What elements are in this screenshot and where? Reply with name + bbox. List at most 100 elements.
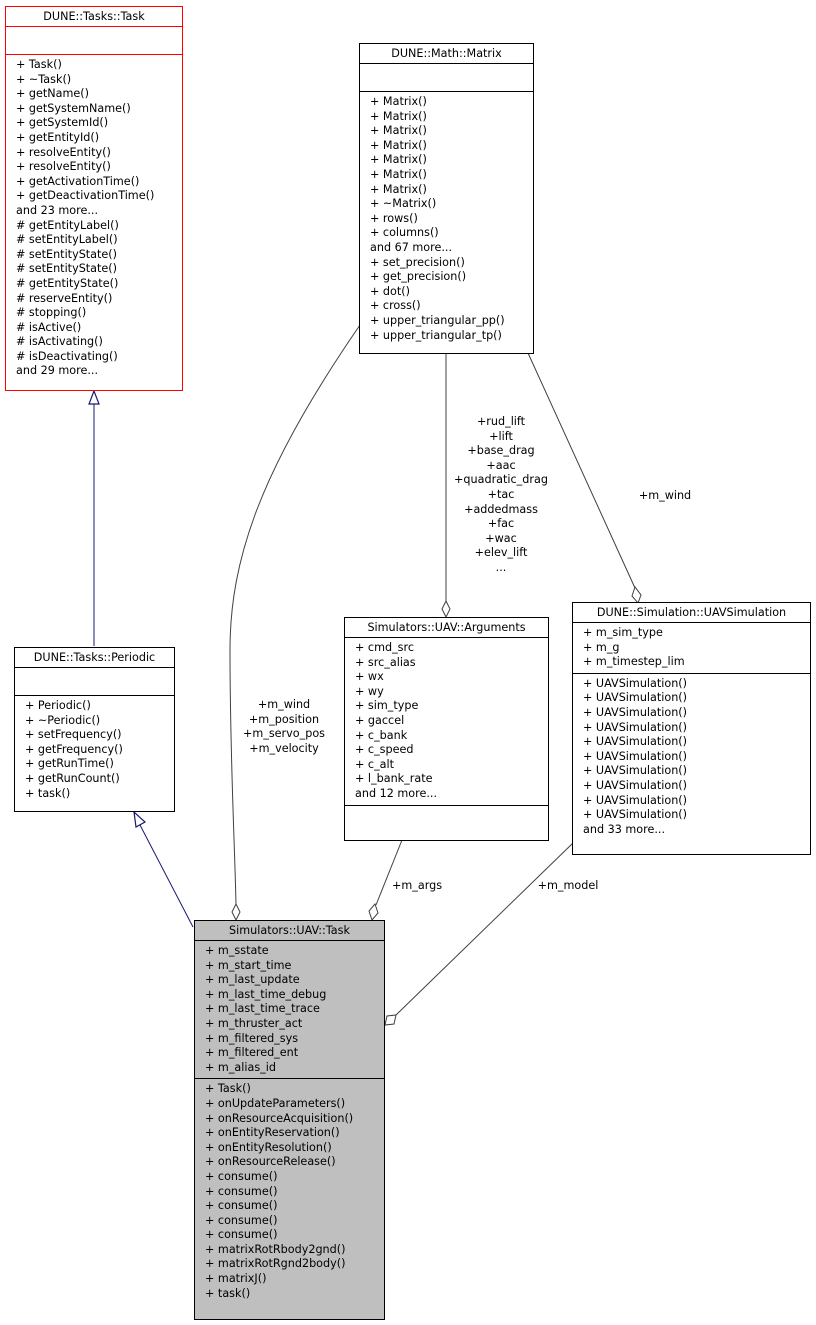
class-member[interactable]: + m_last_update: [205, 973, 300, 987]
class-member[interactable]: + Matrix(): [370, 95, 427, 108]
class-box-dune-math-matrix[interactable]: DUNE::Math::Matrix + Matrix()+ Matrix()+…: [359, 43, 534, 354]
class-member[interactable]: + m_timestep_lim: [583, 655, 685, 669]
class-member[interactable]: + upper_triangular_tp(): [370, 328, 502, 342]
class-box-simulators-uav-arguments[interactable]: Simulators::UAV::Arguments + cmd_src+ sr…: [344, 617, 549, 841]
class-member[interactable]: + src_alias: [355, 655, 416, 669]
class-member[interactable]: + getActivationTime(): [16, 174, 140, 188]
class-member[interactable]: + UAVSimulation(): [583, 705, 688, 719]
class-member[interactable]: # isActivating(): [16, 335, 103, 349]
class-member[interactable]: # isDeactivating(): [16, 349, 118, 363]
class-member[interactable]: + Matrix(): [370, 167, 427, 181]
class-member[interactable]: + onEntityResolution(): [205, 1140, 332, 1154]
class-member[interactable]: # reserveEntity(): [16, 291, 113, 305]
class-member[interactable]: + consume(): [205, 1228, 278, 1242]
class-member[interactable]: + m_filtered_ent: [205, 1046, 299, 1060]
class-member[interactable]: # setEntityLabel(): [16, 233, 118, 247]
class-member[interactable]: + consume(): [205, 1199, 278, 1213]
class-member[interactable]: + consume(): [205, 1184, 278, 1198]
class-member[interactable]: + matrixRotRbody2gnd(): [205, 1242, 346, 1256]
class-member[interactable]: # isActive(): [16, 320, 82, 334]
class-box-simulators-uav-task[interactable]: Simulators::UAV::Task + m_sstate+ m_star…: [194, 920, 385, 1320]
class-member[interactable]: + wx: [355, 670, 384, 684]
class-member[interactable]: + UAVSimulation(): [583, 735, 688, 749]
class-member[interactable]: + onEntityReservation(): [205, 1126, 340, 1140]
class-member[interactable]: + getEntityId(): [16, 130, 100, 144]
class-member[interactable]: + UAVSimulation(): [583, 691, 688, 705]
class-member[interactable]: + getFrequency(): [25, 742, 123, 756]
class-member[interactable]: + matrixRotRgnd2body(): [205, 1257, 346, 1271]
class-member[interactable]: + Task(): [205, 1082, 251, 1096]
class-member[interactable]: + m_g: [583, 640, 620, 654]
class-member[interactable]: + get_precision(): [370, 270, 467, 284]
class-member[interactable]: + resolveEntity(): [16, 160, 111, 174]
class-box-dune-tasks-task[interactable]: DUNE::Tasks::Task + Task()+ ~Task()+ get…: [5, 6, 183, 391]
edge-label-line: +m_wind: [638, 489, 692, 502]
class-member[interactable]: + onUpdateParameters(): [205, 1096, 346, 1110]
class-member[interactable]: + consume(): [205, 1169, 278, 1183]
class-member[interactable]: + m_last_time_trace: [205, 1002, 320, 1016]
class-member[interactable]: + ~Matrix(): [370, 197, 437, 211]
class-member[interactable]: + upper_triangular_pp(): [370, 313, 505, 327]
class-member[interactable]: + Task(): [16, 58, 62, 71]
class-member[interactable]: + columns(): [370, 226, 439, 240]
class-member[interactable]: + sim_type: [355, 699, 419, 713]
class-member[interactable]: + UAVSimulation(): [583, 793, 688, 807]
class-member[interactable]: # setEntityState(): [16, 247, 118, 261]
class-member[interactable]: # getEntityState(): [16, 276, 119, 290]
class-member[interactable]: + UAVSimulation(): [583, 749, 688, 763]
class-member[interactable]: + getRunTime(): [25, 757, 114, 771]
class-member[interactable]: + UAVSimulation(): [583, 778, 688, 792]
class-member[interactable]: + UAVSimulation(): [583, 676, 688, 690]
class-member[interactable]: + m_last_time_debug: [205, 987, 327, 1001]
edge-label-line: +m_wind: [257, 698, 311, 711]
class-member[interactable]: + rows(): [370, 211, 418, 225]
class-member[interactable]: + task(): [25, 786, 71, 800]
class-member[interactable]: + c_speed: [355, 743, 414, 757]
class-member[interactable]: + Matrix(): [370, 124, 427, 138]
class-member[interactable]: + cmd_src: [355, 641, 415, 654]
class-member[interactable]: + m_sstate: [205, 944, 269, 957]
class-member[interactable]: + gaccel: [355, 713, 405, 727]
class-member[interactable]: + getName(): [16, 87, 90, 101]
class-member[interactable]: + getSystemId(): [16, 116, 109, 130]
class-member[interactable]: + cross(): [370, 299, 421, 313]
class-member[interactable]: + dot(): [370, 284, 410, 298]
methods-section: + Task()+ onUpdateParameters()+ onResour…: [195, 1078, 384, 1304]
class-member[interactable]: + onResourceAcquisition(): [205, 1111, 354, 1125]
class-member[interactable]: + task(): [205, 1286, 251, 1300]
class-member[interactable]: + Matrix(): [370, 182, 427, 196]
class-member[interactable]: + UAVSimulation(): [583, 720, 688, 734]
class-member[interactable]: + Periodic(): [25, 699, 91, 712]
class-member[interactable]: + l_bank_rate: [355, 772, 433, 786]
class-member[interactable]: + getDeactivationTime(): [16, 189, 155, 203]
methods-section: + Periodic()+ ~Periodic()+ setFrequency(…: [15, 695, 174, 804]
class-member[interactable]: + getRunCount(): [25, 771, 120, 785]
class-member[interactable]: + setFrequency(): [25, 728, 122, 742]
class-member[interactable]: + Matrix(): [370, 109, 427, 123]
class-box-dune-tasks-periodic[interactable]: DUNE::Tasks::Periodic + Periodic()+ ~Per…: [14, 647, 175, 812]
class-member[interactable]: + c_alt: [355, 757, 395, 771]
class-box-dune-simulation-uavsimulation[interactable]: DUNE::Simulation::UAVSimulation + m_sim_…: [572, 602, 811, 855]
class-member[interactable]: + m_alias_id: [205, 1060, 276, 1074]
class-member[interactable]: + wy: [355, 684, 384, 698]
class-member[interactable]: + m_filtered_sys: [205, 1031, 299, 1045]
class-member[interactable]: # stopping(): [16, 306, 87, 320]
class-member[interactable]: + matrixJ(): [205, 1272, 267, 1286]
class-member[interactable]: + m_thruster_act: [205, 1016, 303, 1030]
class-member[interactable]: + c_bank: [355, 728, 408, 742]
class-member[interactable]: + set_precision(): [370, 255, 465, 269]
class-member[interactable]: # setEntityState(): [16, 262, 118, 276]
class-member[interactable]: + resolveEntity(): [16, 145, 111, 159]
class-member[interactable]: + ~Task(): [16, 72, 72, 86]
class-member[interactable]: + Matrix(): [370, 138, 427, 152]
class-member[interactable]: + UAVSimulation(): [583, 764, 688, 778]
class-member[interactable]: + m_start_time: [205, 958, 292, 972]
class-member[interactable]: + getSystemName(): [16, 101, 131, 115]
class-member[interactable]: + UAVSimulation(): [583, 808, 688, 822]
class-member[interactable]: + Matrix(): [370, 153, 427, 167]
class-member[interactable]: + m_sim_type: [583, 626, 663, 639]
class-member[interactable]: + onResourceRelease(): [205, 1155, 336, 1169]
class-member[interactable]: # getEntityLabel(): [16, 218, 119, 232]
class-member[interactable]: + consume(): [205, 1213, 278, 1227]
class-member[interactable]: + ~Periodic(): [25, 713, 101, 727]
